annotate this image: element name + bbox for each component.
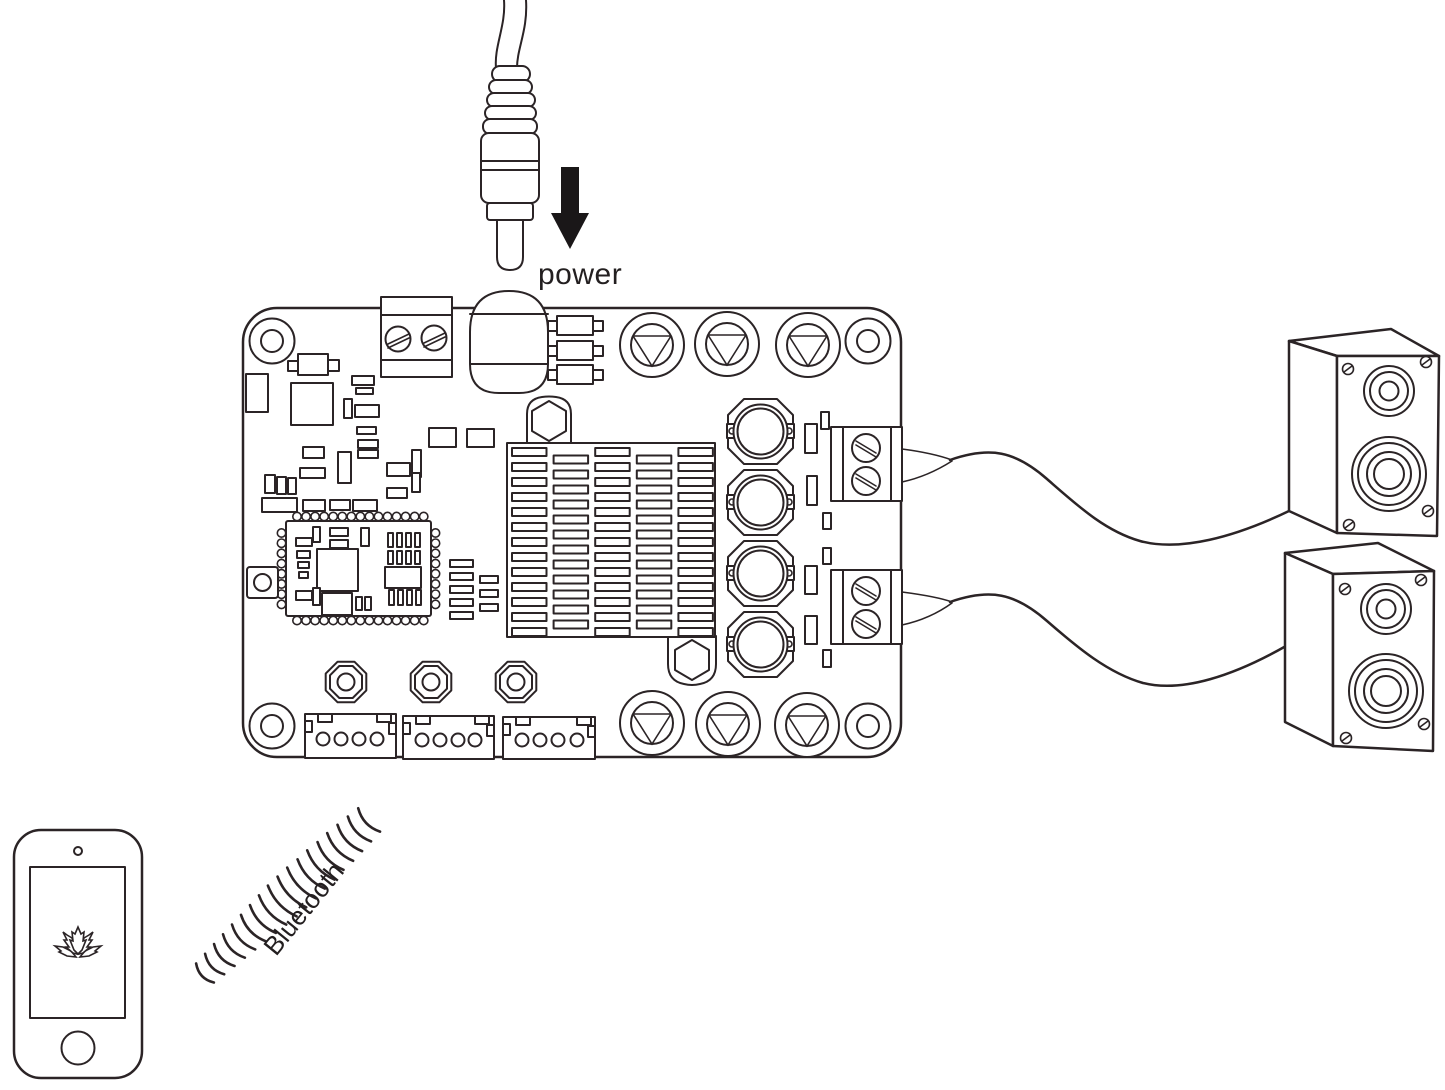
plug-body (480, 132, 540, 204)
amplifier-board (241, 290, 903, 760)
inductor-1 (726, 398, 795, 465)
pin-connector-1 (304, 713, 397, 759)
module-soic-ic (384, 566, 422, 589)
lotus-logo-icon (52, 924, 104, 959)
capacitors-top (619, 311, 841, 378)
tweeter (1363, 365, 1415, 417)
push-buttons (324, 660, 538, 704)
mounting-holes (248, 317, 892, 750)
down-arrow-icon (551, 167, 589, 249)
speaker-screws (1338, 573, 1431, 745)
pin-connector-3 (502, 716, 596, 760)
speaker-top (1287, 327, 1441, 538)
smartphone (12, 828, 144, 1080)
plug-tip (496, 219, 524, 271)
speaker-terminal-block-1 (830, 426, 903, 502)
dc-jack (469, 290, 549, 394)
inductor-4 (726, 611, 795, 678)
speaker-terminal-block-2 (830, 569, 903, 645)
button-3 (494, 660, 538, 704)
smd-passives (245, 353, 495, 513)
bluetooth-module (276, 511, 441, 626)
power-terminal-block (380, 296, 453, 378)
hex-screw-top (531, 400, 567, 442)
pin-connector-2 (402, 715, 495, 760)
heatsink-fins (511, 447, 714, 637)
module-main-ic (316, 548, 359, 592)
inductor-3 (726, 540, 795, 607)
inductor-2 (726, 469, 795, 536)
button-2 (409, 660, 453, 704)
button-1 (324, 660, 368, 704)
wire-to-speaker-bottom (948, 593, 1288, 687)
smd-diodes (547, 315, 604, 385)
hex-screw-bottom (674, 639, 710, 681)
side-button (246, 566, 279, 599)
power-plug (480, 0, 540, 271)
power-label: power (538, 258, 622, 291)
capacitors-bottom (619, 690, 840, 758)
phone-home-button (60, 1030, 96, 1066)
tweeter (1360, 583, 1412, 635)
smd-pads (449, 559, 499, 620)
speaker-bottom (1283, 541, 1436, 753)
pin-connectors (304, 713, 596, 760)
heatsink (506, 395, 717, 686)
bluetooth-waves-icon (194, 806, 382, 984)
wire-to-speaker-top (948, 451, 1291, 546)
inductors (726, 398, 795, 678)
speaker-screws (1341, 355, 1435, 532)
phone-camera (73, 846, 83, 856)
output-smd-parts (804, 411, 832, 668)
woofer (1348, 653, 1424, 729)
woofer (1351, 436, 1427, 512)
speaker-wires (901, 448, 1291, 687)
